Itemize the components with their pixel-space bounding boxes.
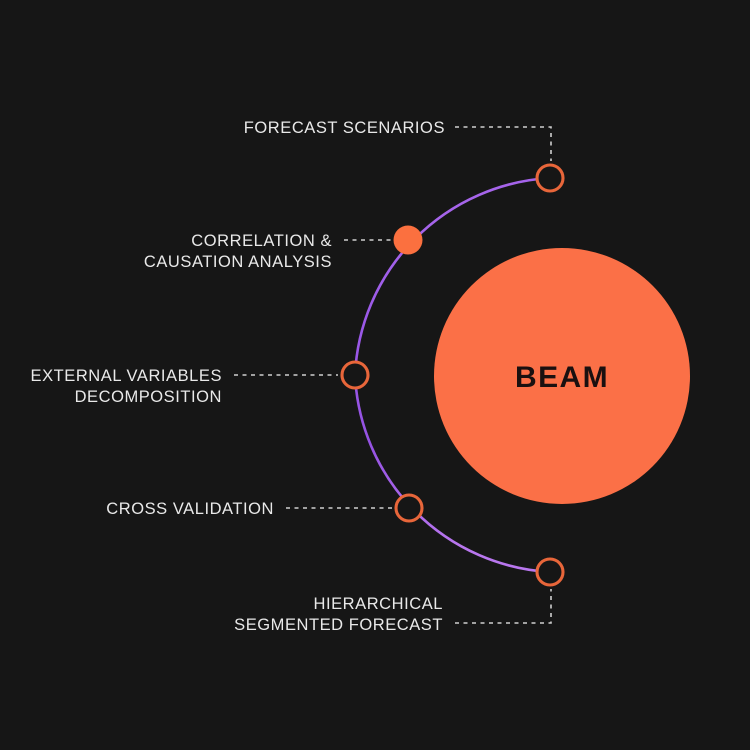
node-label-forecast-scenarios[interactable]: FORECAST SCENARIOS	[244, 119, 445, 137]
node-label-external-variables-decomposition[interactable]: EXTERNAL VARIABLES DECOMPOSITION	[31, 367, 222, 406]
node-marker-forecast-scenarios[interactable]	[535, 163, 565, 193]
node-label-correlation-causation-analysis[interactable]: CORRELATION & CAUSATION ANALYSIS	[144, 232, 332, 271]
hub-label: BEAM	[515, 361, 609, 394]
node-marker-cross-validation[interactable]	[394, 493, 424, 523]
node-marker-correlation-causation-analysis[interactable]	[393, 225, 423, 255]
hub-node[interactable]: BEAM	[434, 248, 690, 504]
node-label-line: CORRELATION &	[191, 232, 332, 250]
node-label-line: HIERARCHICAL	[314, 595, 443, 613]
node-label-cross-validation[interactable]: CROSS VALIDATION	[106, 500, 274, 518]
node-label-line: EXTERNAL VARIABLES	[31, 367, 222, 385]
node-label-line: FORECAST SCENARIOS	[244, 119, 445, 137]
connector-forecast-scenarios	[455, 126, 552, 161]
node-label-line: DECOMPOSITION	[75, 388, 222, 406]
node-label-line: SEGMENTED FORECAST	[234, 616, 443, 634]
node-label-line: CROSS VALIDATION	[106, 500, 274, 518]
node-label-line: CAUSATION ANALYSIS	[144, 253, 332, 271]
node-label-hierarchical-segmented-forecast[interactable]: HIERARCHICAL SEGMENTED FORECAST	[234, 595, 443, 634]
hub-circle	[434, 248, 690, 504]
connector-hierarchical-segmented-forecast	[455, 589, 552, 624]
node-marker-hierarchical-segmented-forecast[interactable]	[535, 557, 565, 587]
node-marker-external-variables-decomposition[interactable]	[340, 360, 370, 390]
